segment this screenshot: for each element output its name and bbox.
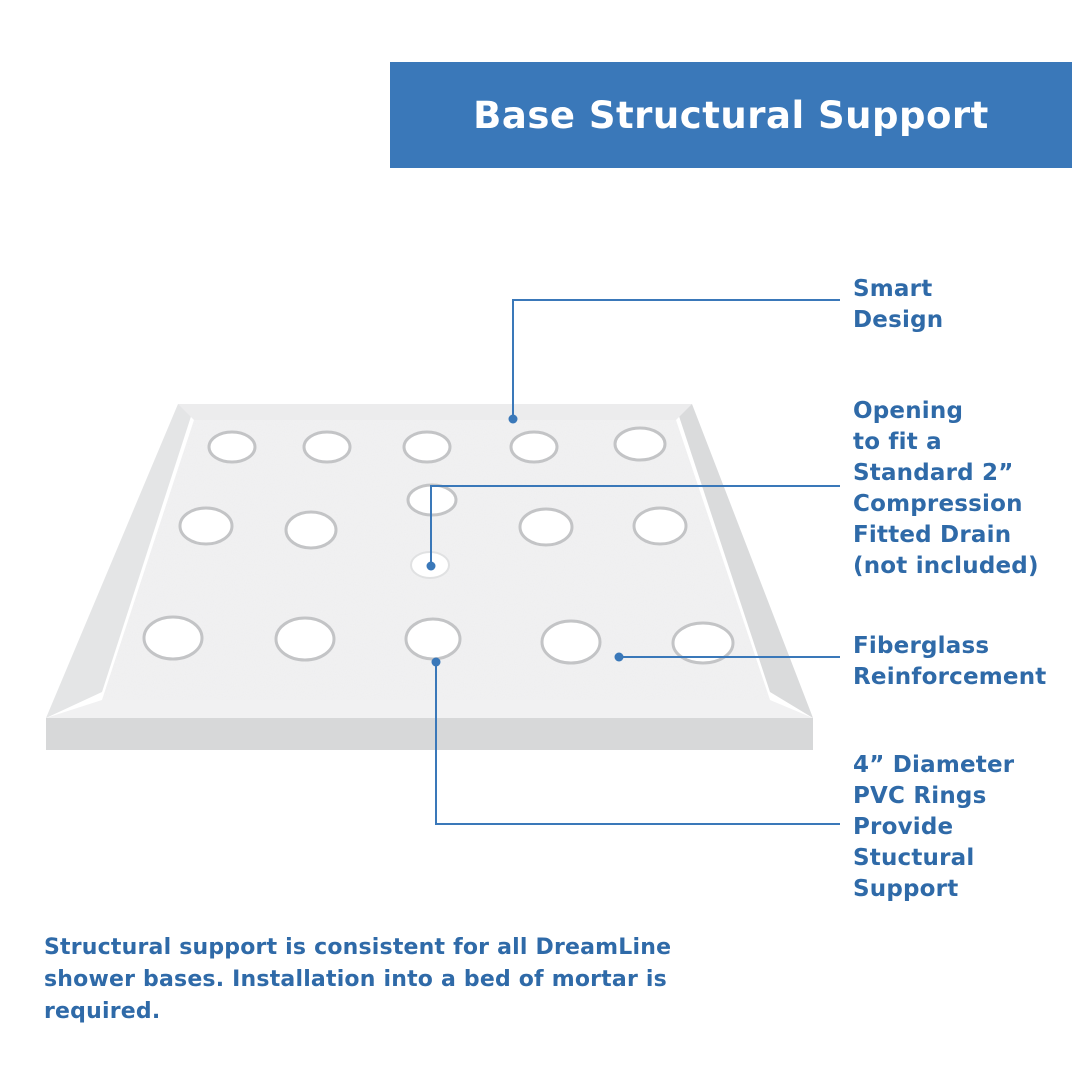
pvc-ring	[178, 506, 234, 546]
callout-drain-opening: Opening to fit a Standard 2” Compression…	[853, 398, 1039, 579]
leader-dot	[431, 657, 441, 667]
base-back-rim	[178, 404, 692, 420]
callout-pvc-rings: 4” Diameter PVC Rings Provide Stuctural …	[853, 752, 1015, 902]
pvc-ring	[518, 507, 574, 547]
base-front-rim	[46, 700, 813, 718]
pvc-ring	[509, 430, 559, 464]
leader-dot	[508, 414, 518, 424]
leader-drain-opening	[430, 485, 840, 566]
pvc-ring	[632, 506, 688, 546]
leader-dots	[426, 414, 624, 667]
leader-dot	[614, 652, 624, 662]
pvc-ring	[274, 616, 336, 662]
base-front-wall	[46, 718, 813, 750]
pvc-rings	[142, 426, 735, 665]
base-right-wall	[675, 404, 813, 718]
pvc-ring	[671, 621, 735, 665]
pvc-ring	[302, 430, 352, 464]
callout-fiberglass: Fiberglass Reinforcement	[853, 633, 1047, 690]
pvc-ring	[284, 510, 338, 550]
pvc-ring	[540, 619, 602, 665]
pvc-ring	[613, 426, 667, 462]
pvc-ring	[404, 617, 462, 661]
pvc-ring	[207, 430, 257, 464]
leader-lines	[430, 299, 840, 825]
leader-pvc-rings	[435, 662, 840, 825]
leader-dot	[426, 561, 436, 571]
title-banner: Base Structural Support	[390, 62, 1072, 168]
footnote: Structural support is consistent for all…	[44, 935, 672, 1024]
pvc-ring	[142, 615, 204, 661]
pvc-ring	[402, 430, 452, 464]
leader-smart-design	[512, 299, 840, 418]
base-left-wall	[46, 404, 195, 718]
banner-title: Base Structural Support	[473, 93, 989, 137]
callout-smart-design: Smart Design	[853, 276, 944, 333]
